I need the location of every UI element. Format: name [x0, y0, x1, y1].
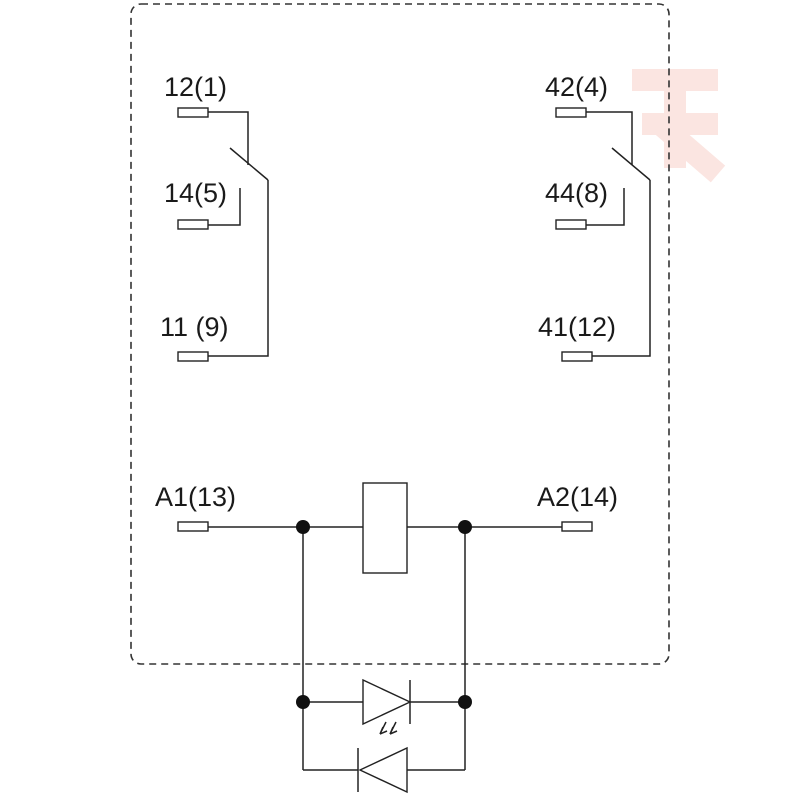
wire-44: [586, 188, 625, 226]
coil-circuit: A1(13) A2(14): [155, 482, 618, 794]
diode-icon: [357, 746, 408, 794]
contact-set-1: 12(1) 14(5) 11 (9): [160, 72, 269, 362]
junction-dot: [458, 695, 472, 709]
wire-14: [208, 188, 241, 226]
terminal-label-41: 41(12): [538, 312, 616, 342]
relay-coil: [362, 482, 408, 574]
terminal-label-11: 11 (9): [160, 312, 229, 342]
terminal-label-12: 12(1): [164, 72, 227, 102]
terminal-label-a1: A1(13): [155, 482, 236, 512]
watermark-logo: [632, 69, 726, 183]
terminal-pin-41: [561, 351, 593, 362]
led-icon: [362, 678, 412, 735]
terminal-label-42: 42(4): [545, 72, 608, 102]
relay-housing-outline: [130, 3, 670, 665]
terminal-pin-a2: [561, 521, 593, 532]
terminal-label-14: 14(5): [164, 178, 227, 208]
terminal-pin-14: [177, 219, 209, 230]
contact-set-2: 42(4) 44(8) 41(12): [538, 72, 651, 362]
terminal-pin-44: [555, 219, 587, 230]
junction-dot: [458, 520, 472, 534]
wire-11: [208, 180, 269, 357]
terminal-pin-a1: [177, 521, 209, 532]
wire-41: [592, 180, 651, 357]
terminal-label-a2: A2(14): [537, 482, 618, 512]
terminal-pin-12: [177, 107, 209, 118]
terminal-pin-11: [177, 351, 209, 362]
wire-42: [586, 111, 633, 165]
junction-dot: [296, 520, 310, 534]
terminal-label-44: 44(8): [545, 178, 608, 208]
changeover-contact-arm: [229, 147, 269, 181]
junction-dot: [296, 695, 310, 709]
changeover-contact-arm: [611, 147, 651, 181]
terminal-pin-42: [555, 107, 587, 118]
wire-12: [208, 111, 249, 165]
